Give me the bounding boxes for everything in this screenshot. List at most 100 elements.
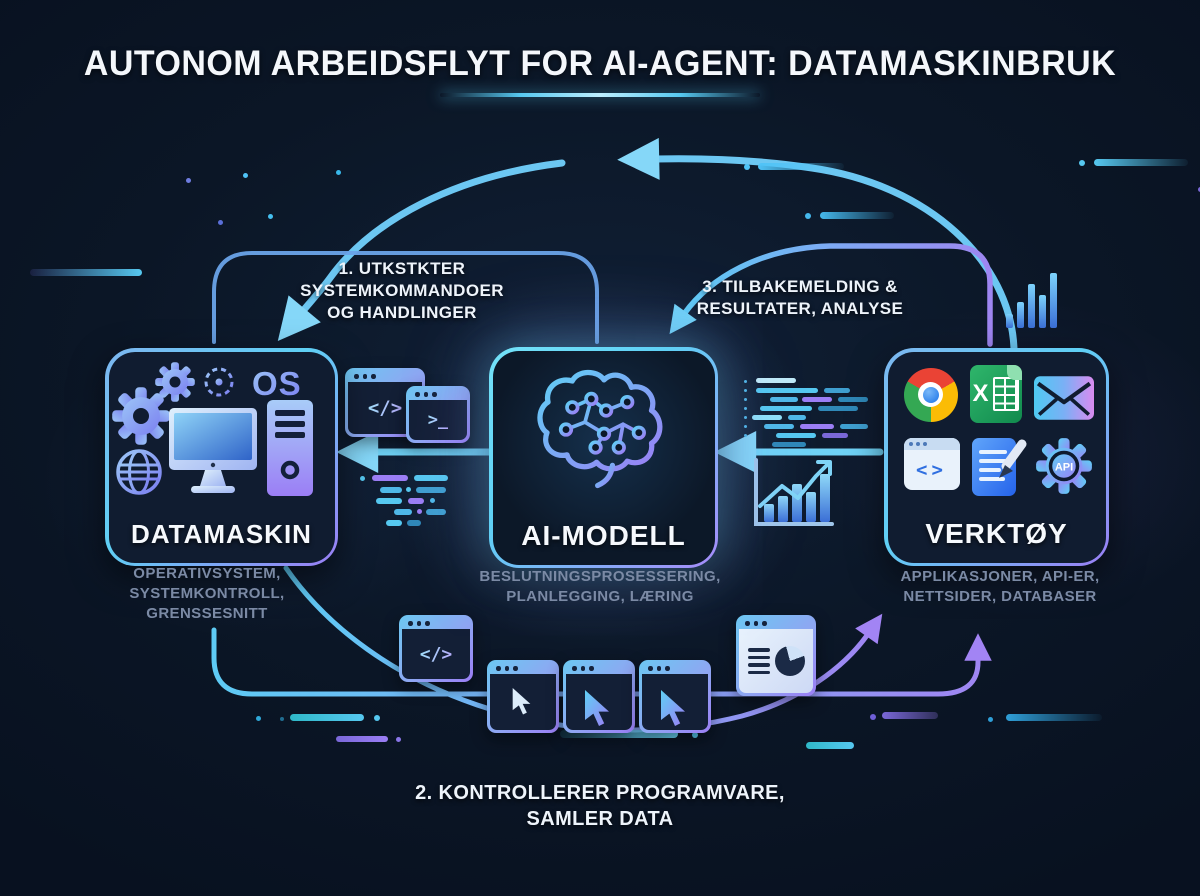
deco-dot [744, 407, 747, 410]
code-glyph: </> [419, 643, 453, 665]
code-glyph: </> [367, 397, 403, 419]
node-computer: OS [105, 348, 338, 566]
deco-dash [290, 714, 364, 721]
bar-chart-mini-icon [1006, 272, 1057, 328]
deco-dash [802, 397, 832, 402]
api-badge: API [1054, 461, 1072, 473]
deco-dash [806, 742, 854, 749]
deco-dash [336, 736, 388, 742]
node-computer-label: DATAMASKIN [131, 518, 312, 549]
deco-dash [407, 520, 421, 526]
deco-dot [870, 714, 876, 720]
deco-dash [386, 520, 402, 526]
deco-dot [430, 498, 435, 503]
cursor-icon [661, 690, 685, 726]
desktop-monitor-icon [168, 407, 257, 493]
step3-line2: RESULTATER, ANALYSE [696, 299, 904, 318]
deco-dash [414, 475, 448, 481]
code-window-icon: <> [903, 437, 960, 490]
step1-line2: SYSTEMKOMMANDOER [300, 281, 504, 300]
deco-dash [30, 269, 142, 276]
window-body [739, 629, 813, 693]
deco-dot [374, 715, 380, 721]
step1-line3: OG HANDLINGER [327, 303, 477, 322]
window-titlebar [739, 618, 813, 629]
arrow-top-arc-right [617, 137, 1018, 352]
deco-dash [1094, 159, 1188, 166]
deco-dot [218, 220, 223, 225]
chrome-browser-icon [903, 367, 958, 422]
deco-dot [744, 380, 747, 383]
deco-dot [396, 737, 401, 742]
node-ai-label: AI-MODELL [521, 519, 686, 551]
deco-dot [406, 487, 411, 492]
deco-dash [758, 163, 844, 170]
code-window-icon: </> [399, 615, 473, 682]
window-titlebar [402, 618, 470, 629]
deco-dash [882, 712, 938, 719]
window-body: >_ [409, 400, 467, 440]
deco-dash [376, 498, 402, 504]
deco-dash [756, 388, 818, 393]
report-lines [747, 648, 770, 674]
title-underline-decoration [440, 93, 760, 97]
flow-step2-label: 2. KONTROLLERER PROGRAMVARE, SAMLER DATA [400, 780, 800, 832]
ai-sublabel: BESLUTNINGSPROSESSERING, PLANLEGGING, LÆ… [440, 567, 760, 607]
deco-dash [788, 415, 806, 420]
browser-cursor-window-icon [487, 660, 559, 733]
arrow-bottom-swoop-to-tools [283, 565, 883, 733]
deco-dash [752, 415, 782, 420]
tools-sublabel-line1: APPLIKASJONER, API-ER, [900, 568, 1100, 585]
deco-dot [1079, 160, 1085, 166]
deco-dash [822, 433, 848, 438]
deco-dot [744, 389, 747, 392]
browser-cursor-window-icon [563, 660, 635, 733]
path-ai-to-computer-bridge [212, 251, 599, 344]
cursor-icon [512, 688, 531, 715]
deco-dash [1006, 714, 1102, 721]
gear-small-icon [154, 361, 195, 402]
deco-dash [760, 406, 812, 411]
deco-dot [744, 416, 747, 419]
deco-dot [744, 164, 750, 170]
globe-icon [115, 448, 162, 495]
tools-sublabel: APPLIKASJONER, API-ER, NETTSIDER, DATABA… [840, 567, 1160, 607]
computer-icon-group: OS [111, 361, 313, 496]
step1-line1: 1. UTKSTKTER [338, 259, 466, 278]
deco-dot [1198, 187, 1200, 192]
window-titlebar [409, 389, 467, 400]
ai-sublabel-line1: BESLUTNINGSPROSESSERING, [479, 568, 721, 585]
window-body: </> [402, 629, 470, 679]
pie-chart-icon [774, 646, 805, 676]
os-badge: OS [252, 365, 302, 402]
gear-icon [111, 386, 170, 445]
deco-dash [408, 498, 424, 504]
terminal-glyph: >_ [427, 410, 449, 430]
tools-sublabel-line2: NETTSIDER, DATABASER [903, 588, 1097, 605]
window-titlebar [566, 663, 632, 674]
deco-dash [416, 487, 446, 493]
deco-dot [268, 214, 273, 219]
deco-dash [560, 730, 678, 738]
deco-dot [186, 178, 191, 183]
deco-dash [840, 424, 868, 429]
pc-tower-icon [266, 399, 313, 496]
page-title: AUTONOM ARBEIDSFLYT FOR AI-AGENT: DATAMA… [83, 44, 1117, 83]
spreadsheet-letter: X [972, 379, 989, 407]
node-ai-body: AI-MODELL [492, 350, 715, 565]
computer-sublabel: OPERATIVSYSTEM, SYSTEMKONTROLL, GRENSSES… [67, 564, 347, 624]
deco-dash [380, 487, 402, 493]
report-window-icon [736, 615, 816, 696]
node-tools-label: VERKTØY [925, 517, 1068, 549]
growth-chart-icon [754, 458, 834, 526]
window-titlebar [348, 371, 422, 382]
deco-dash [426, 509, 446, 515]
code-brackets-glyph: <> [916, 458, 947, 481]
deco-dash [824, 388, 850, 393]
deco-dot [243, 173, 248, 178]
spreadsheet-icon: X [969, 364, 1022, 423]
deco-dot [336, 170, 341, 175]
deco-dash [818, 406, 858, 411]
